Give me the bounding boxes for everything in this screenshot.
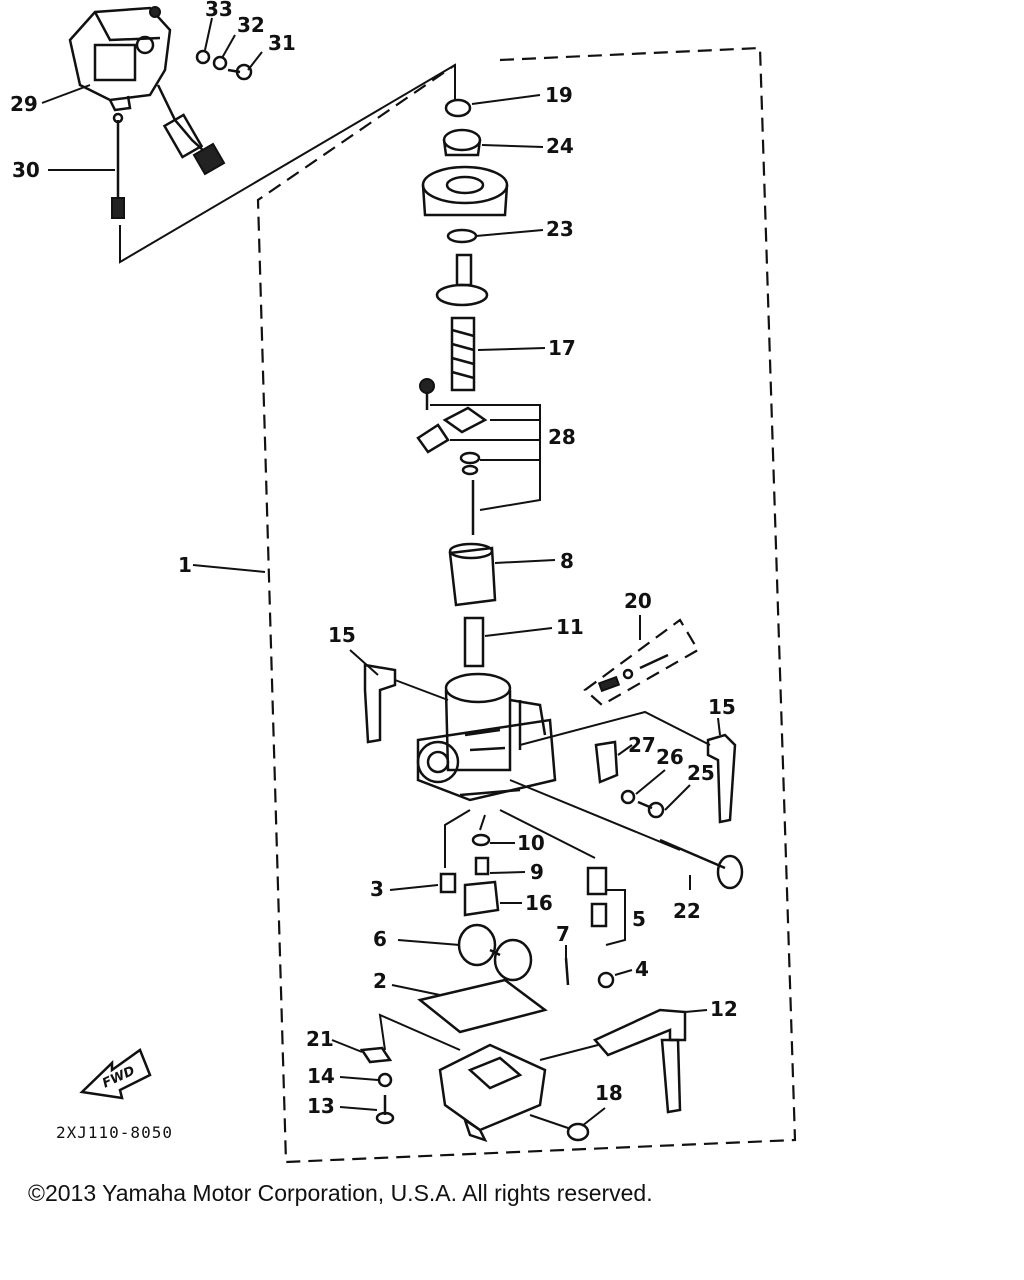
- part-2-gasket: [417, 978, 548, 1034]
- part-20-air-screw-set: [583, 618, 700, 707]
- callout-2: 2: [373, 969, 387, 993]
- callout-leaders: [41, 17, 721, 1127]
- part-23-o-ring: [446, 228, 478, 244]
- callout-32: 32: [237, 13, 265, 37]
- part-4-screw: [597, 971, 615, 989]
- part-12-drain-hose-lower: [660, 1038, 682, 1114]
- choke-link-line: [119, 63, 456, 264]
- callout-6: 6: [373, 927, 387, 951]
- callout-26: 26: [656, 745, 684, 769]
- part-29-valve-assembly: [68, 6, 226, 176]
- callout-11: 11: [556, 615, 584, 639]
- part-22-starter-plunger: [509, 779, 744, 890]
- callout-5: 5: [632, 907, 646, 931]
- callout-numbers: 1 2 3 4 5 6 7 8 9 10 11 12 13 14 15 15 1…: [10, 0, 738, 1118]
- callout-9: 9: [530, 860, 544, 884]
- part-31-screw: [227, 63, 253, 81]
- callout-13: 13: [307, 1094, 335, 1118]
- diagram-code: 2XJ110-8050: [56, 1123, 173, 1142]
- part-18-plug: [529, 1114, 590, 1142]
- part-11-needle-jet: [463, 616, 485, 668]
- part-6-float: [457, 923, 533, 982]
- callout-4: 4: [635, 957, 649, 981]
- callout-8: 8: [560, 549, 574, 573]
- part-24-nut: [442, 128, 482, 157]
- callout-33: 33: [205, 0, 233, 21]
- part-10-washer: [471, 833, 491, 847]
- callout-28: 28: [548, 425, 576, 449]
- part-12-drain-hose: [592, 1008, 687, 1057]
- mixing-chamber-cap: [421, 165, 509, 217]
- cable-holder: [435, 253, 489, 307]
- callout-25: 25: [687, 761, 715, 785]
- part-25-screw: [637, 800, 665, 819]
- part-15-right-pipe: [706, 733, 737, 824]
- callout-15-right: 15: [708, 695, 736, 719]
- carburetor-body: [416, 672, 557, 802]
- part-26-washer: [620, 789, 636, 805]
- part-3-jet: [439, 872, 457, 894]
- callout-24: 24: [546, 134, 574, 158]
- callout-20: 20: [624, 589, 652, 613]
- callout-16: 16: [525, 891, 553, 915]
- callout-14: 14: [307, 1064, 335, 1088]
- callout-3: 3: [370, 877, 384, 901]
- body-bottom-leads: [444, 809, 596, 868]
- callout-31: 31: [268, 31, 296, 55]
- callout-30: 30: [12, 158, 40, 182]
- part-15-left-pipe: [363, 663, 397, 744]
- part-33-washer: [195, 49, 211, 65]
- part-14-washer: [377, 1072, 393, 1088]
- copyright-notice: ©2013 Yamaha Motor Corporation, U.S.A. A…: [28, 1180, 653, 1206]
- part-13-screw: [375, 1095, 395, 1125]
- fwd-arrow-icon: FWD: [79, 1048, 152, 1100]
- part-16-plate: [463, 880, 500, 917]
- part-27-lead: [519, 710, 711, 746]
- callout-7: 7: [556, 922, 570, 946]
- part-28-needle-set: [416, 378, 541, 535]
- assembly-boundary: [256, 46, 797, 1164]
- callout-19: 19: [545, 83, 573, 107]
- part-27-bracket: [594, 740, 619, 784]
- callout-21: 21: [306, 1027, 334, 1051]
- callout-12: 12: [710, 997, 738, 1021]
- part-5-valve-seat: [586, 866, 626, 946]
- callout-17: 17: [548, 336, 576, 360]
- callout-23: 23: [546, 217, 574, 241]
- callout-18: 18: [595, 1081, 623, 1105]
- part-30-needle: [111, 112, 125, 219]
- part-17-spring: [450, 316, 476, 392]
- callout-22: 22: [673, 899, 701, 923]
- callout-15-left: 15: [328, 623, 356, 647]
- callout-27: 27: [628, 733, 656, 757]
- callout-29: 29: [10, 92, 38, 116]
- callout-1: 1: [178, 553, 192, 577]
- part-21-plate: [359, 1046, 393, 1064]
- part-8-throttle-valve: [448, 542, 497, 607]
- part-7-pin: [564, 957, 570, 986]
- part-9-jet: [474, 856, 490, 876]
- part-19-washer: [444, 98, 472, 118]
- part-32-washer: [212, 55, 228, 71]
- float-bowl: [378, 1013, 599, 1143]
- callout-10: 10: [517, 831, 545, 855]
